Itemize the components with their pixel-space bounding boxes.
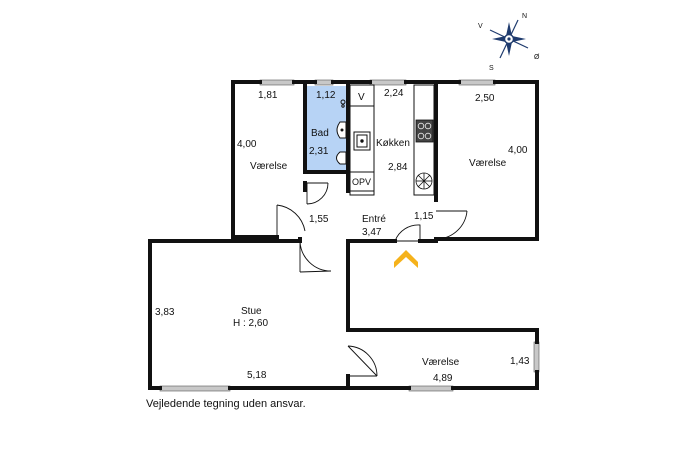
entre-left-dim: 1,55: [309, 214, 329, 225]
window-se-room-side: [533, 341, 540, 373]
door-se-room: [347, 345, 378, 377]
stove-icon: [415, 119, 434, 143]
entry-arrow-icon: [394, 250, 418, 268]
door-bath: [306, 182, 329, 205]
door-ne-room: [436, 210, 468, 240]
disclaimer-text: Vejledende tegning uden ansvar.: [146, 398, 306, 410]
door-nw-room: [276, 204, 306, 237]
doors: [276, 182, 468, 377]
door-stue: [299, 240, 332, 273]
kitchen-counter-right: [413, 84, 435, 196]
compass-o-label: Ø: [534, 54, 540, 61]
stue-width: 5,18: [247, 370, 267, 381]
kitchen-fixtures: [349, 84, 435, 196]
window-bath: [314, 79, 334, 86]
compass-icon: N V S Ø: [478, 13, 540, 72]
walls: [148, 80, 539, 390]
kitchen-opv-label: OPV: [352, 177, 371, 187]
compass-n-label: N: [522, 13, 527, 20]
nw-room-depth: 4,00: [237, 139, 257, 150]
se-room-name: Værelse: [422, 357, 460, 368]
window-se-room-bottom: [408, 385, 454, 392]
window-stue: [159, 385, 231, 392]
toilet-icon: [336, 151, 347, 165]
stue-depth: 3,83: [155, 307, 175, 318]
bath-width: 1,12: [316, 90, 336, 101]
kitchen-name: Køkken: [376, 138, 410, 149]
ne-room-depth: 4,00: [508, 145, 528, 156]
door-entry: [394, 224, 421, 242]
nw-room-name: Værelse: [250, 161, 288, 172]
ne-room-name: Værelse: [469, 158, 507, 169]
se-room-depth: 1,43: [510, 356, 530, 367]
kitchen-sink-icon: [353, 131, 371, 151]
nw-room-width: 1,81: [258, 90, 278, 101]
stue-name: Stue: [241, 306, 262, 317]
entre-right-dim: 1,15: [414, 211, 434, 222]
window-nw-room: [259, 79, 295, 86]
stue-height: H : 2,60: [233, 318, 268, 329]
ne-room-width: 2,50: [475, 93, 495, 104]
entre-name: Entré: [362, 214, 386, 225]
kitchen-v-label: V: [358, 92, 365, 103]
bath-name: Bad: [311, 128, 329, 139]
entre-width: 3,47: [362, 227, 382, 238]
compass-v-label: V: [478, 23, 483, 30]
bath-fixtures: [336, 99, 347, 165]
window-ne-room: [458, 79, 496, 86]
bath-depth: 2,31: [309, 146, 329, 157]
window-kitchen: [369, 79, 407, 86]
kitchen-depth: 2,84: [388, 162, 408, 173]
se-room-width: 4,89: [433, 373, 453, 384]
kitchen-width: 2,24: [384, 88, 404, 99]
shower-icon: [340, 99, 346, 105]
fan-icon: [415, 172, 433, 190]
compass-s-label: S: [489, 65, 494, 72]
kitchen-counter-left: [349, 84, 375, 196]
